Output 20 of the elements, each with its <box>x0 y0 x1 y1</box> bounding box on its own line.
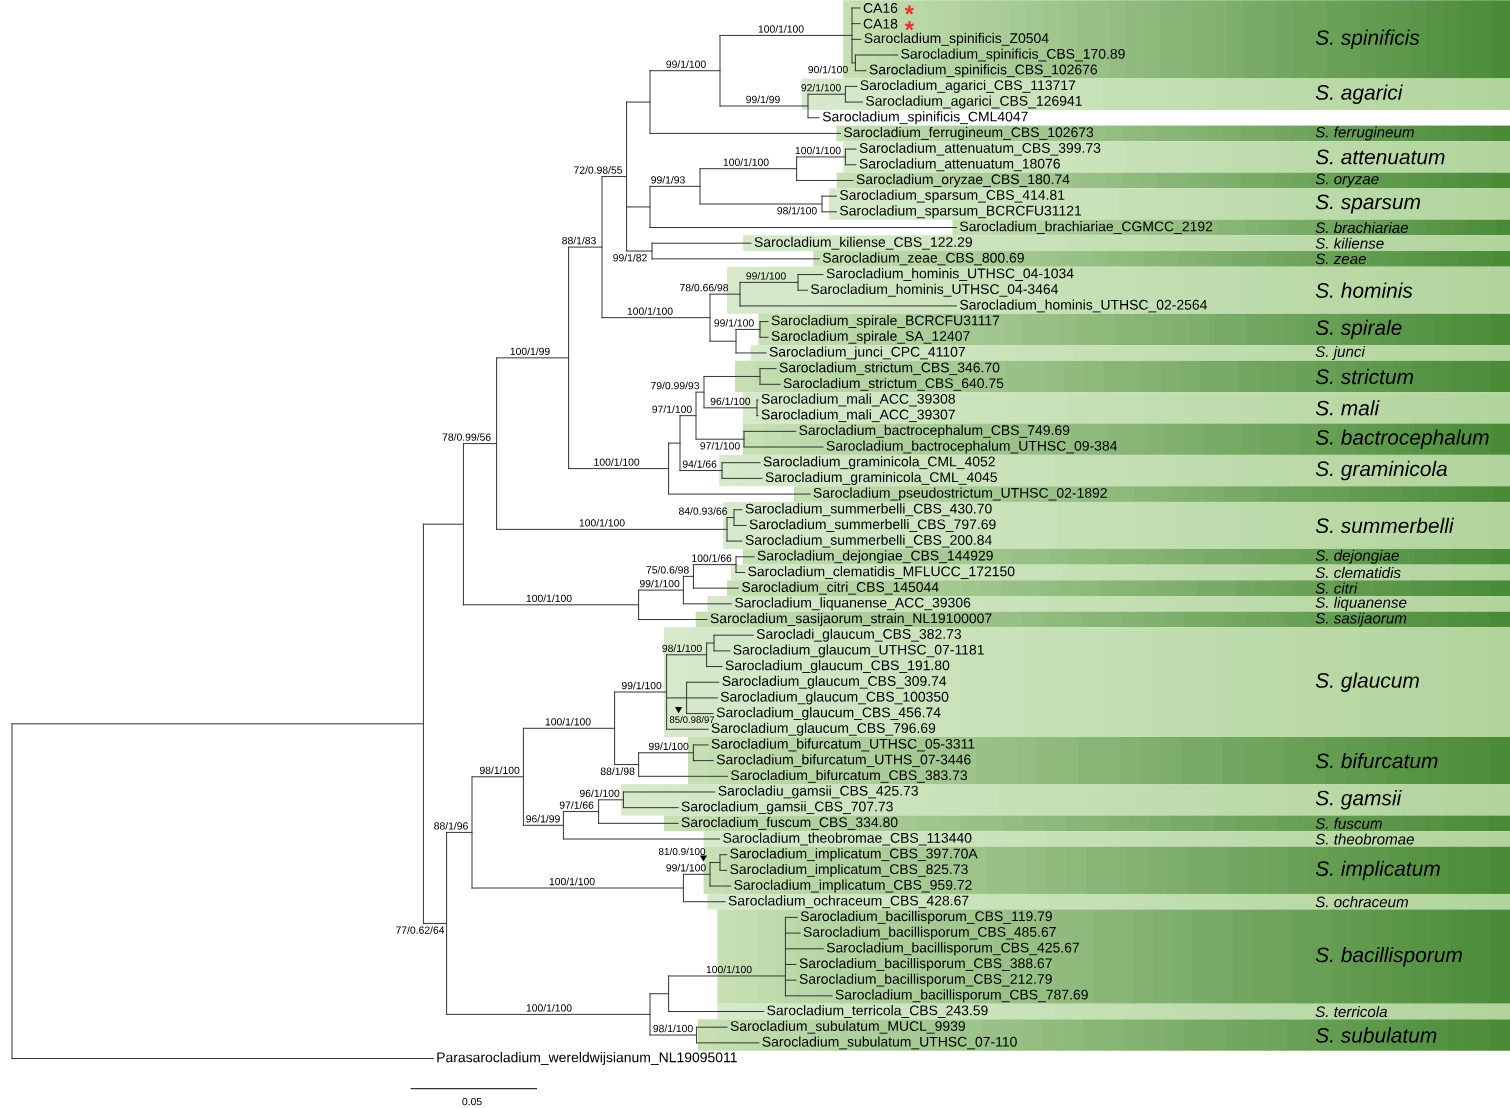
species-name: S. agarici <box>1315 84 1403 104</box>
asterisk: * <box>904 21 914 31</box>
species-name: S. implicatum <box>1315 860 1440 881</box>
species-name: S. spirale <box>1315 319 1402 340</box>
species-name: S. mali <box>1315 400 1380 416</box>
species-name: S. sparsum <box>1315 194 1420 214</box>
clade-band <box>794 486 1510 502</box>
species-name: S. subulatum <box>1315 1027 1437 1043</box>
species-name: S. bifurcatum <box>1315 752 1438 769</box>
species-name: S. bactrocephalum <box>1315 429 1489 449</box>
species-name: S. bacillisporum <box>1315 946 1462 967</box>
species-name: S. spinificis <box>1315 29 1420 50</box>
species-name: S. gamsii <box>1315 790 1402 810</box>
species-name: S. summerbelli <box>1315 517 1454 534</box>
species-name: S. strictum <box>1315 368 1413 385</box>
species-name: S. hominis <box>1315 282 1413 298</box>
species-name: S. attenuatum <box>1315 149 1445 165</box>
species-name: S. glaucum <box>1315 672 1419 692</box>
species-name: S. graminicola <box>1315 460 1447 481</box>
asterisk: * <box>904 5 914 15</box>
